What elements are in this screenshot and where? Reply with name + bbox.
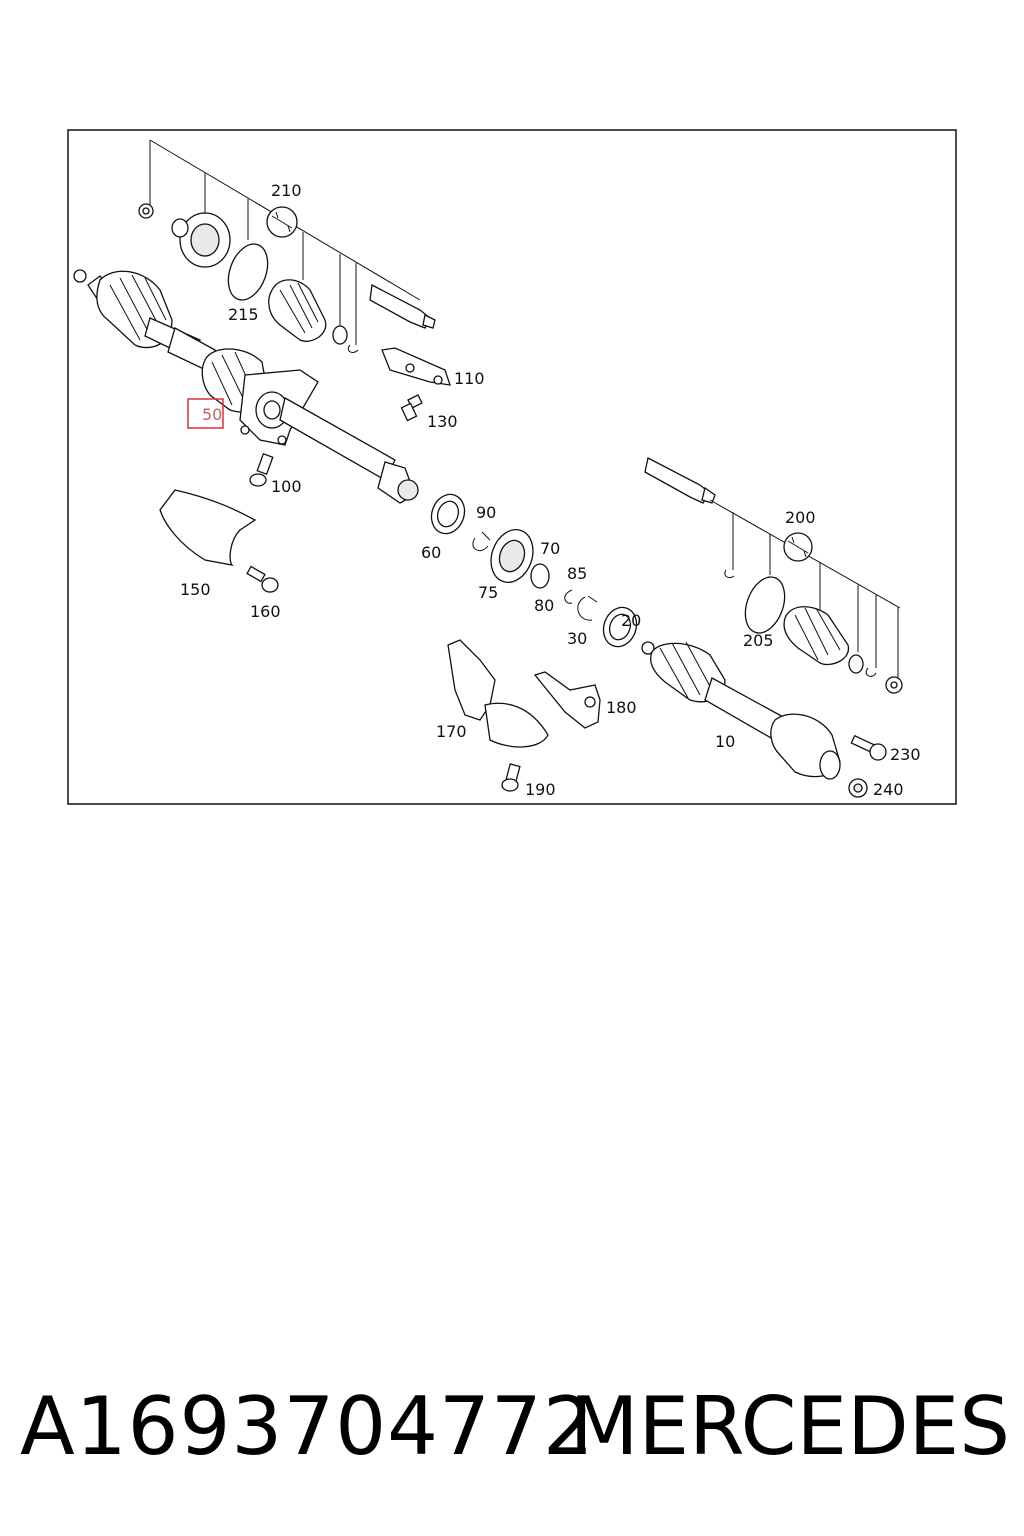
seal-ring-part-60: [430, 493, 466, 535]
callout-205: 205: [743, 631, 774, 650]
callout-230: 230: [890, 745, 921, 764]
callout-90: 90: [476, 503, 496, 522]
circlip-part-upper: [347, 344, 359, 353]
highlight-box: [187, 398, 224, 429]
callout-190: 190: [525, 780, 556, 799]
grease-tube-part-upper: [369, 283, 436, 329]
brand-name: MERCEDES: [569, 1380, 1010, 1473]
drive-shaft-part-50: [73, 269, 419, 504]
bracket-part-170: [447, 639, 549, 748]
callout-210: 210: [271, 181, 302, 200]
circlip-part-lower: [724, 569, 735, 579]
wrench-icon: [266, 206, 298, 238]
bracket-part-110: [381, 347, 451, 386]
callout-170: 170: [436, 722, 467, 741]
callout-110: 110: [454, 369, 485, 388]
callout-75: 75: [478, 583, 498, 602]
clamp-ring-part-205: [744, 576, 786, 634]
bolt-part-100: [249, 452, 274, 487]
bracket-part-180: [533, 671, 601, 729]
heat-shield-part-150: [159, 489, 257, 566]
bolt-part-160: [246, 565, 279, 593]
callout-150: 150: [180, 580, 211, 599]
callout-70: 70: [540, 539, 560, 558]
drive-shaft-part-10: [641, 641, 841, 780]
seal-ring-part-20: [602, 606, 638, 648]
callout-30: 30: [567, 629, 587, 648]
o-ring-part-70: [530, 563, 550, 589]
callout-215: 215: [228, 305, 259, 324]
callout-130: 130: [427, 412, 458, 431]
callout-labels: 210 215 110 50 130 100 90 60 70 85 75 80…: [180, 181, 921, 799]
callout-85: 85: [567, 564, 587, 583]
boot-part-lower: [783, 606, 850, 666]
callout-100: 100: [271, 477, 302, 496]
wrench-icon-lower: [783, 532, 813, 562]
callout-180: 180: [606, 698, 637, 717]
small-ring-part: [332, 325, 348, 345]
bolt-part-230: [850, 734, 887, 761]
callout-80: 80: [534, 596, 554, 615]
tripod-joint-part: [171, 212, 231, 268]
nut-part: [138, 203, 154, 219]
nut-part-lower: [885, 676, 903, 694]
clamp-ring-part: [227, 243, 269, 301]
callout-10: 10: [715, 732, 735, 751]
nut-part-240: [848, 778, 868, 798]
callout-240: 240: [873, 780, 904, 799]
clip-part-80: [564, 589, 573, 604]
grease-tube-part-lower: [644, 457, 716, 504]
snap-ring-part-90: [472, 531, 491, 551]
bolt-part-190: [501, 763, 521, 792]
callout-160: 160: [250, 602, 281, 621]
footer-caption: A1693704772 MERCEDES: [20, 1372, 1010, 1482]
callout-50-highlighted: 50: [202, 405, 222, 424]
bolt-part-130: [400, 394, 423, 422]
callout-60: 60: [421, 543, 441, 562]
diagram-frame: [67, 129, 957, 805]
part-number: A1693704772: [20, 1380, 595, 1473]
bearing-part-75: [490, 529, 534, 583]
small-ring-part-lower: [848, 654, 864, 674]
boot-part-upper: [268, 279, 327, 342]
circlip-part-lower-2: [865, 667, 877, 677]
callout-20: 20: [621, 611, 641, 630]
clip-part-30: [577, 595, 598, 621]
callout-200: 200: [785, 508, 816, 527]
